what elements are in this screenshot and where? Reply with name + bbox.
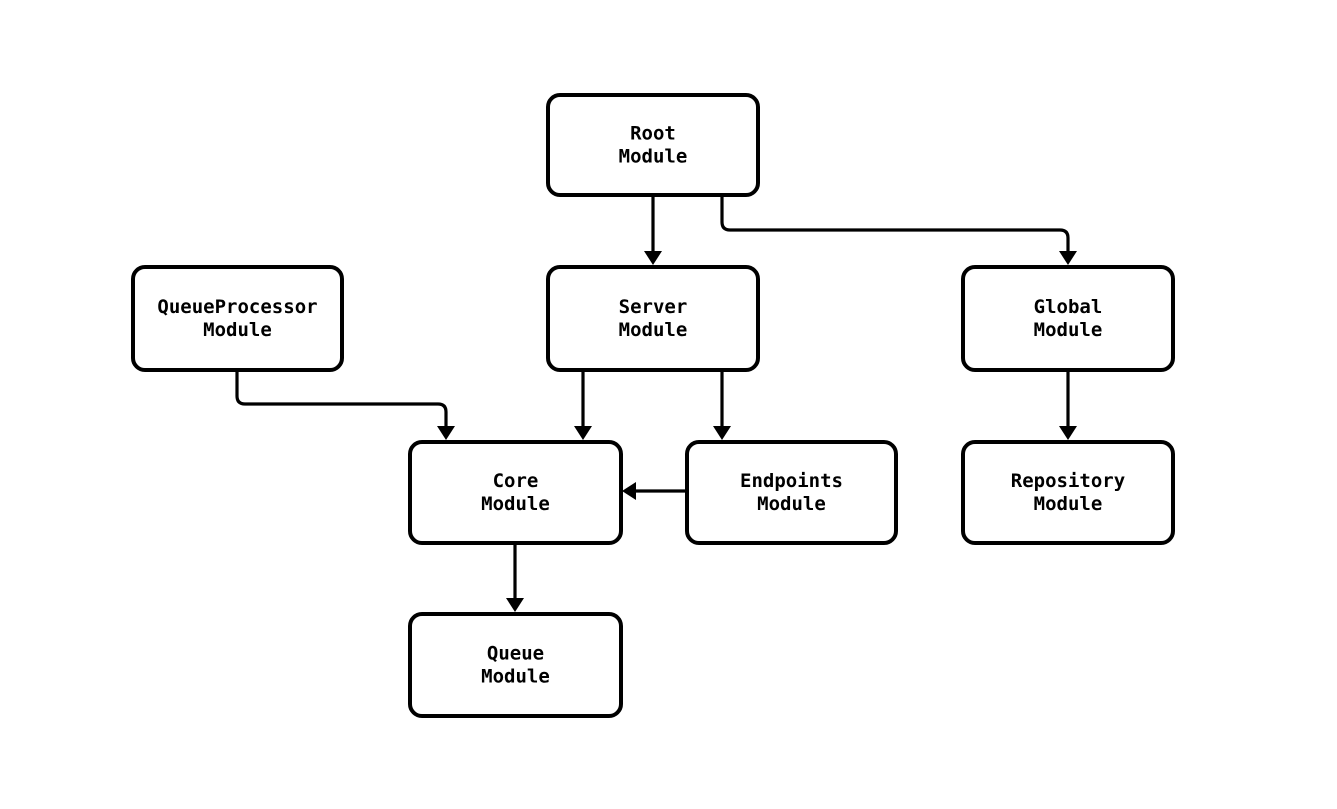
arrowhead-icon: [506, 598, 524, 612]
node-label-name-global: Global: [1034, 296, 1103, 318]
node-label-name-server: Server: [619, 296, 688, 318]
edge-line: [235, 370, 448, 427]
node-label-suffix-repository: Module: [1034, 493, 1103, 515]
edge-server-to-endpoints: [713, 370, 731, 440]
node-label-suffix-endpoints: Module: [757, 493, 826, 515]
node-label-name-endpoints: Endpoints: [740, 470, 843, 492]
node-label-suffix-core: Module: [481, 493, 550, 515]
node-label-name-queueprocessor: QueueProcessor: [157, 296, 317, 318]
node-label-suffix-root: Module: [619, 146, 688, 168]
node-box-server[interactable]: [546, 265, 760, 372]
node-label-suffix-queue: Module: [481, 666, 550, 688]
node-box-queue[interactable]: [408, 612, 623, 718]
node-label-name-core: Core: [493, 470, 539, 492]
edge-line: [720, 195, 1070, 252]
edge-core-to-queue: [506, 543, 524, 612]
node-label-name-repository: Repository: [1011, 470, 1125, 492]
edge-server-to-core: [574, 370, 592, 440]
nodes-layer: RootModuleQueueProcessorModuleServerModu…: [131, 93, 1175, 718]
node-box-root[interactable]: [546, 93, 760, 197]
node-label-name-queue: Queue: [487, 643, 544, 665]
edge-global-to-repository: [1059, 370, 1077, 440]
node-label-suffix-queueprocessor: Module: [203, 319, 272, 341]
arrowhead-icon: [644, 251, 662, 265]
arrowhead-icon: [437, 426, 455, 440]
edge-root-to-global: [720, 195, 1077, 265]
node-label-suffix-global: Module: [1034, 319, 1103, 341]
edge-queueprocessor-to-core: [235, 370, 455, 440]
edge-root-to-server: [644, 195, 662, 265]
arrowhead-icon: [574, 426, 592, 440]
node-label-suffix-server: Module: [619, 319, 688, 341]
node-box-repository[interactable]: [961, 440, 1175, 545]
node-box-core[interactable]: [408, 440, 623, 545]
arrowhead-icon: [1059, 426, 1077, 440]
node-box-global[interactable]: [961, 265, 1175, 372]
arrowhead-icon: [713, 426, 731, 440]
node-label-name-root: Root: [630, 123, 676, 145]
node-box-queueprocessor[interactable]: [131, 265, 344, 372]
arrowhead-icon: [622, 482, 636, 500]
arrowhead-icon: [1059, 251, 1077, 265]
edge-endpoints-to-core: [622, 482, 687, 500]
node-box-endpoints[interactable]: [685, 440, 898, 545]
edges-layer: [235, 195, 1077, 612]
